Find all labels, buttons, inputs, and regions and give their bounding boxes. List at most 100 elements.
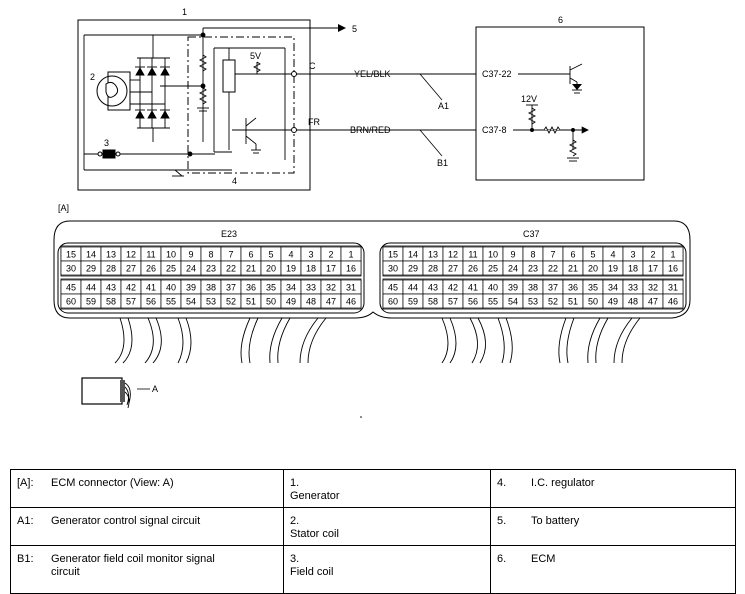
ecm-block: 6 C37-22 C37-8 12V [475, 15, 645, 181]
legend-table: [A]:ECM connector (View: A) 1.Generator … [10, 469, 736, 594]
e23-pin-number: 35 [266, 283, 276, 293]
e23-pin-number: 5 [268, 250, 273, 260]
view-arrow-label: A [152, 384, 158, 394]
component-number-4: 4 [232, 176, 237, 186]
e23-pin-number: 3 [308, 250, 313, 260]
c37-pin-number: 33 [628, 283, 638, 293]
connector-e23-header: E23 [221, 229, 237, 239]
e23-pin-cell [340, 293, 362, 309]
c37-pin-number: 11 [468, 250, 477, 260]
legend-cell: [A]:ECM connector (View: A) [10, 469, 284, 508]
wire-yel-blk: YEL/BLK A1 [296, 69, 476, 111]
pin-c37-22-label: C37-22 [482, 69, 512, 79]
e23-pin-number: 38 [206, 283, 216, 293]
e23-pin-number: 47 [326, 297, 336, 307]
c37-pin-number: 5 [590, 250, 595, 260]
e23-pin-number: 56 [146, 297, 156, 307]
e23-pin-number: 25 [166, 264, 176, 274]
c37-pin-number: 53 [528, 297, 538, 307]
generator-block: 1 2 [77, 7, 311, 191]
c37-pin-number: 14 [408, 250, 418, 260]
c37-pin-number: 46 [668, 297, 678, 307]
c37-pin-number: 7 [550, 250, 555, 260]
label-12v: 12V [521, 94, 537, 104]
connector-plug-icon: A [81, 377, 158, 409]
e23-pin-number: 34 [286, 283, 296, 293]
e23-pin-cell [340, 260, 362, 276]
legend-cell: 3.Field coil [283, 545, 491, 594]
e23-pin-number: 9 [188, 250, 193, 260]
e23-pin-number: 24 [186, 264, 196, 274]
e23-pin-number: 37 [226, 283, 236, 293]
c37-pin-number: 58 [428, 297, 438, 307]
component-number-6: 6 [558, 15, 563, 25]
c37-pin-number: 1 [670, 250, 675, 260]
component-number-5: 5 [352, 24, 357, 34]
e23-pin-number: 11 [146, 250, 155, 260]
c37-pin-number: 10 [488, 250, 498, 260]
e23-pin-number: 23 [206, 264, 216, 274]
e23-pin-number: 27 [126, 264, 136, 274]
c37-pin-number: 47 [648, 297, 658, 307]
ic-regulator-block: 5V 4 [187, 36, 295, 186]
e23-pin-number: 18 [306, 264, 316, 274]
legend-row: [A]:ECM connector (View: A) 1.Generator … [10, 469, 736, 508]
c37-pin-number: 9 [510, 250, 515, 260]
legend-row: A1:Generator control signal circuit 2.St… [10, 507, 736, 546]
c37-pin-number: 42 [448, 283, 458, 293]
c37-pin-number: 19 [608, 264, 618, 274]
e23-pin-number: 53 [206, 297, 216, 307]
c37-pin-number: 38 [528, 283, 538, 293]
c37-pin-number: 29 [408, 264, 418, 274]
wiring-diagram: 1 2 [53, 7, 691, 418]
e23-pin-number: 15 [66, 250, 76, 260]
e23-pin-number: 46 [346, 297, 356, 307]
c37-pin-number: 40 [488, 283, 498, 293]
c37-pin-number: 39 [508, 283, 518, 293]
e23-pin-number: 60 [66, 297, 76, 307]
c37-pin-number: 59 [408, 297, 418, 307]
wire-yel-blk-label: YEL/BLK [354, 69, 391, 79]
wire-brn-red: BRN/RED B1 [296, 125, 476, 168]
e23-pin-number: 30 [66, 264, 76, 274]
e23-pin-number: 17 [326, 264, 336, 274]
terminal-fr-label: FR [308, 117, 320, 127]
c37-pin-number: 25 [488, 264, 498, 274]
e23-pin-number: 36 [246, 283, 256, 293]
e23-pin-number: 39 [186, 283, 196, 293]
e23-pin-number: 7 [228, 250, 233, 260]
c37-pin-number: 31 [668, 283, 678, 293]
e23-pin-number: 8 [208, 250, 213, 260]
c37-pin-number: 35 [588, 283, 598, 293]
circuit-b1-label: B1 [437, 158, 448, 168]
c37-pin-number: 12 [448, 250, 458, 260]
c37-pin-number: 8 [530, 250, 535, 260]
c37-pin-number: 34 [608, 283, 618, 293]
e23-pin-number: 29 [86, 264, 96, 274]
e23-pin-number: 32 [326, 283, 336, 293]
generator-terminals: C FR [291, 61, 320, 133]
c37-pin-number: 43 [428, 283, 438, 293]
component-number-2: 2 [90, 72, 95, 82]
component-number-1: 1 [182, 7, 187, 17]
e23-pin-number: 42 [126, 283, 136, 293]
c37-pin-number: 4 [610, 250, 615, 260]
legend-cell: 1.Generator [283, 469, 491, 508]
e23-pin-number: 20 [266, 264, 276, 274]
e23-pin-number: 1 [348, 250, 353, 260]
e23-pin-number: 54 [186, 297, 196, 307]
c37-pin-number: 15 [388, 250, 398, 260]
c37-pin-number: 44 [408, 283, 418, 293]
c37-pin-number: 48 [628, 297, 638, 307]
e23-pin-number: 22 [226, 264, 236, 274]
e23-pin-number: 48 [306, 297, 316, 307]
c37-pin-number: 56 [468, 297, 478, 307]
c37-pin-number: 17 [648, 264, 658, 274]
e23-pin-number: 6 [248, 250, 253, 260]
c37-pin-number: 6 [570, 250, 575, 260]
stator-coil-symbol [96, 71, 131, 111]
component-number-3: 3 [104, 138, 109, 148]
field-coil-symbol [84, 149, 190, 159]
c37-pin-number: 32 [648, 283, 658, 293]
